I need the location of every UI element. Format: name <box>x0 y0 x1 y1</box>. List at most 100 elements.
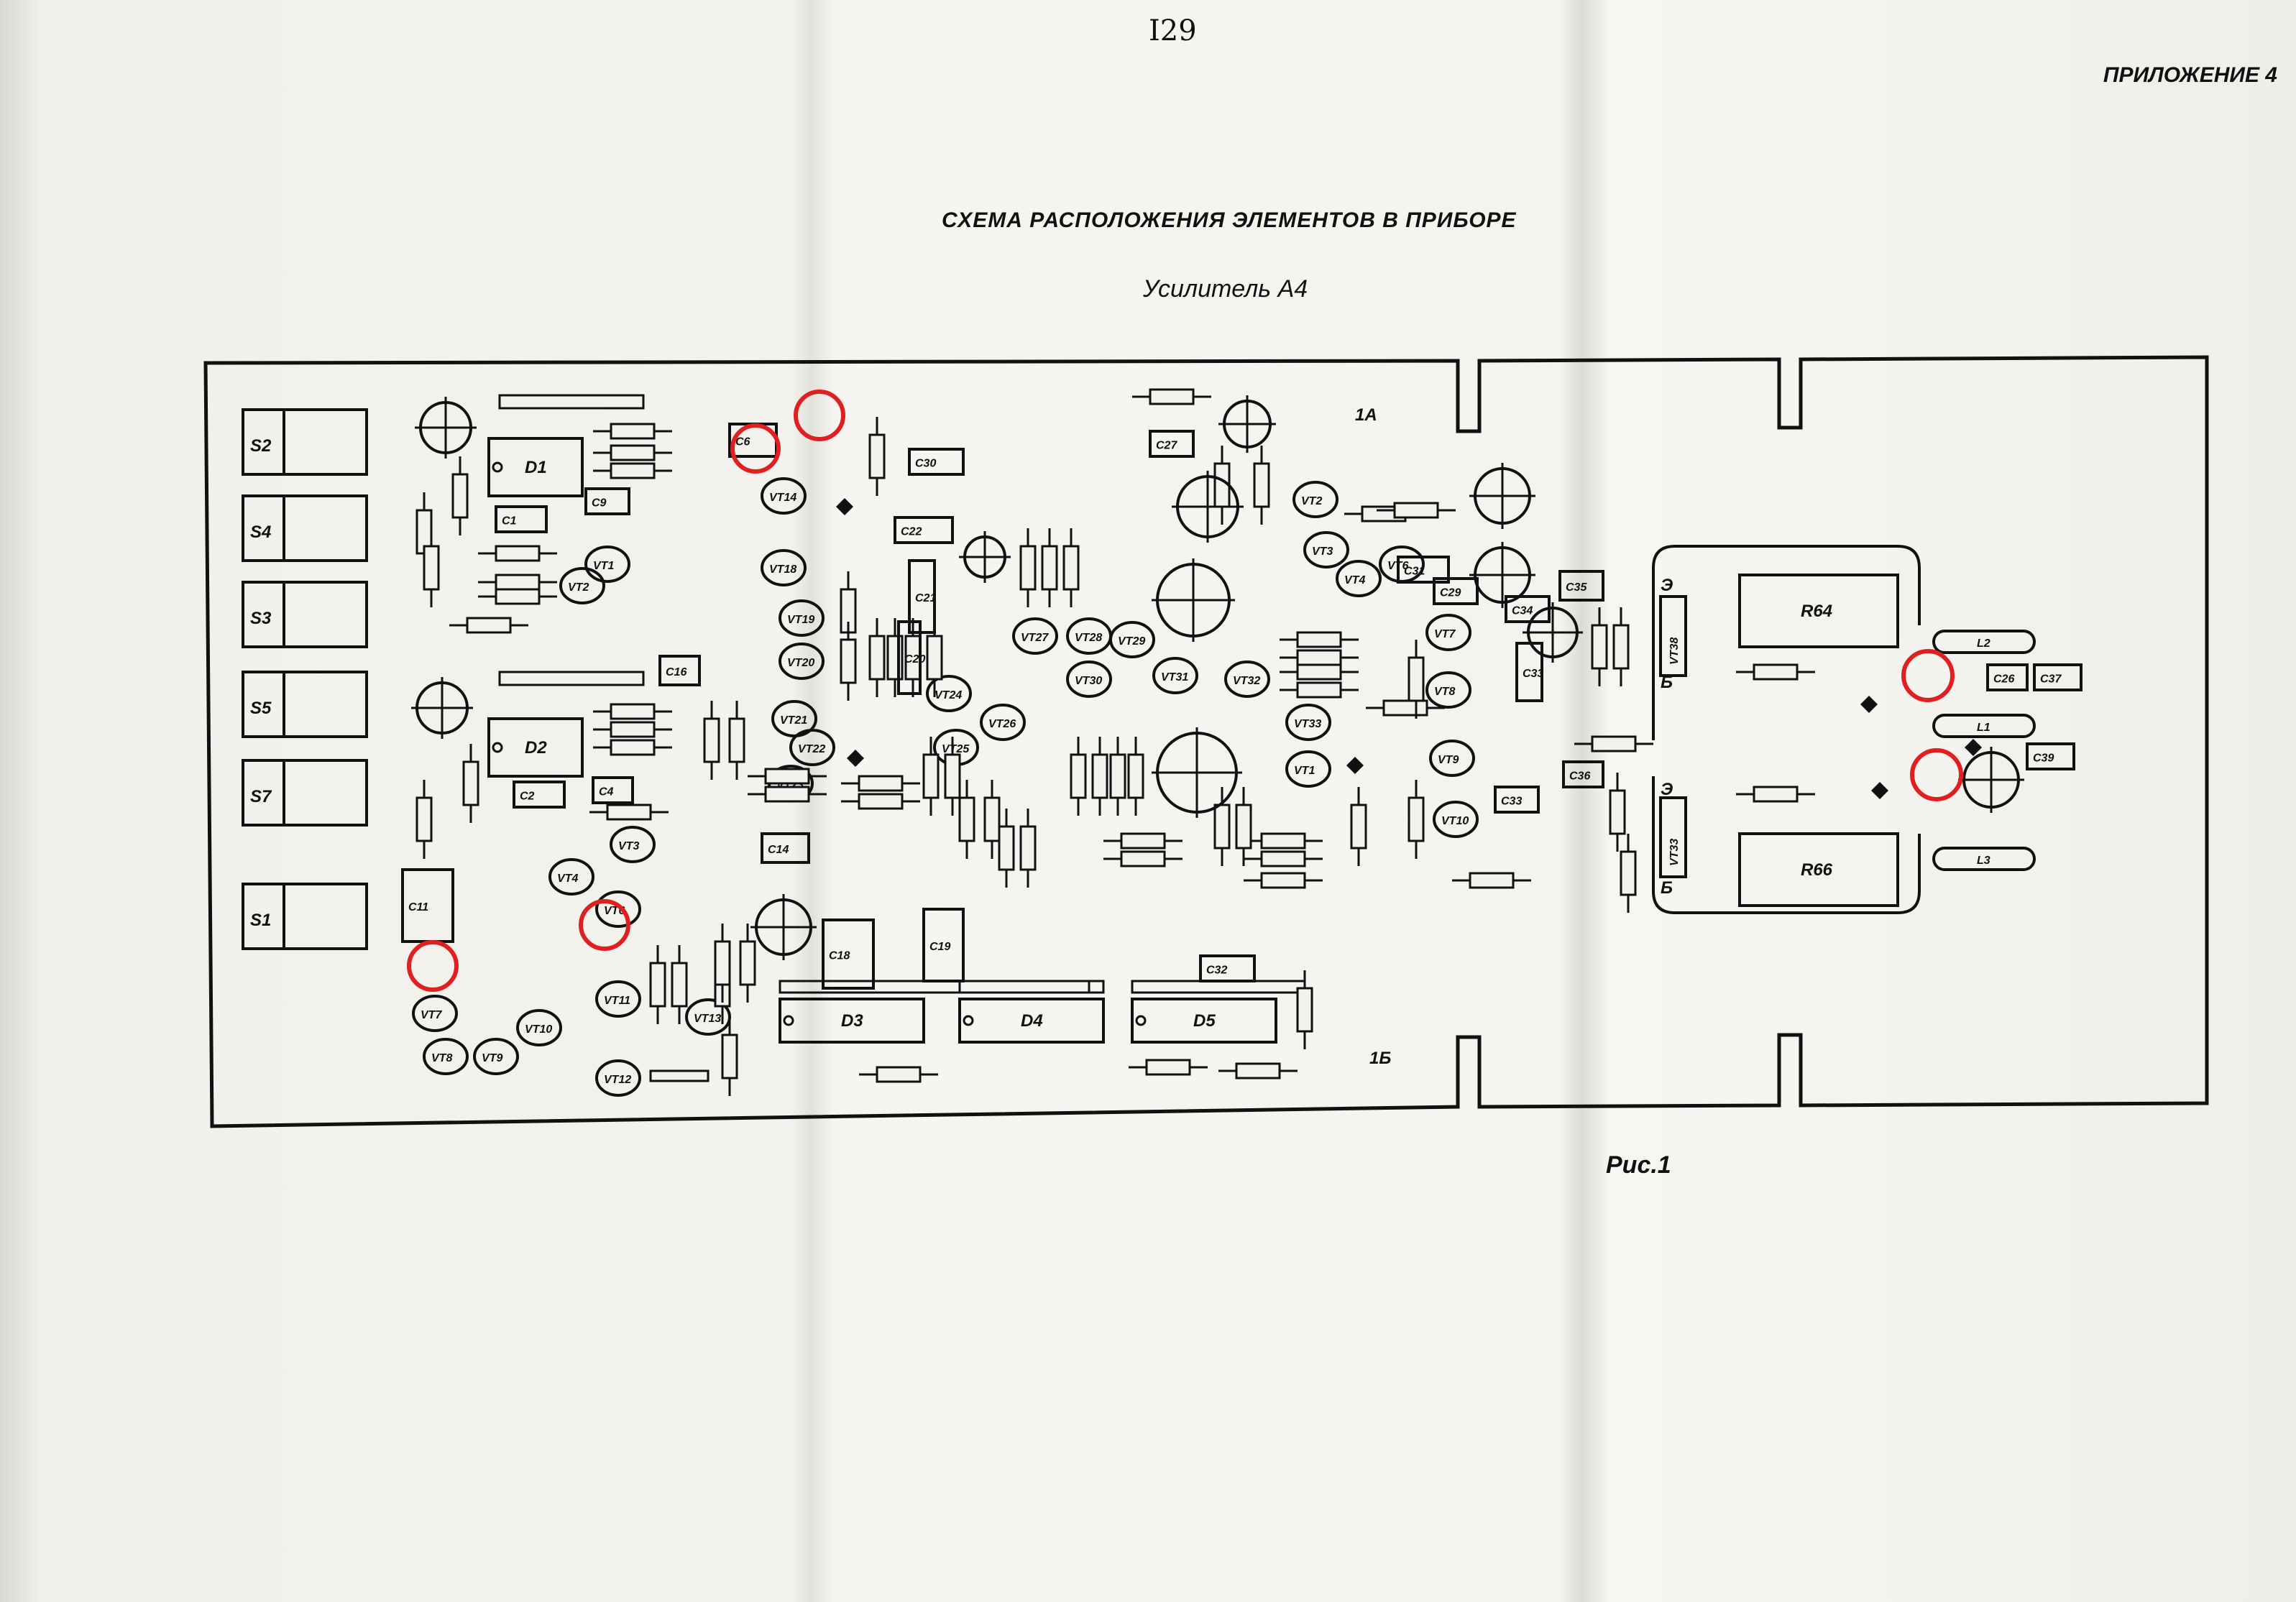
capacitor-c22 <box>894 516 954 544</box>
capacitor-label-c1: C1 <box>502 515 517 528</box>
switch-label-s7: S7 <box>250 787 272 806</box>
resistor-r31 <box>1469 872 1515 889</box>
transistor-body <box>412 995 458 1032</box>
resistor-r86 <box>1620 850 1637 896</box>
transistor-body <box>1109 621 1155 658</box>
capacitor-c33 <box>1494 786 1540 814</box>
capacitor-c27 <box>1149 430 1195 458</box>
transistor-body <box>1285 704 1331 741</box>
resistor-r14 <box>606 804 652 821</box>
resistor-r59 <box>868 635 886 681</box>
page-number: I29 <box>1149 14 1197 47</box>
chip-pin1-mark <box>492 461 503 473</box>
capacitor-label-c33: C33 <box>1501 796 1522 808</box>
figure-caption: Рис.1 <box>1606 1151 1671 1179</box>
chip-label-d5: D5 <box>1193 1011 1216 1031</box>
resistor-r90 <box>840 638 857 684</box>
transistor-body <box>1152 657 1198 694</box>
chip-pin1-mark <box>783 1015 794 1026</box>
pin-label-e: Э <box>1661 576 1673 595</box>
transistor-label-vt27: VT27 <box>1021 632 1049 644</box>
transistor-strip-vt33 <box>1659 796 1687 878</box>
resistor-r88 <box>1296 987 1313 1033</box>
resistor-r48 <box>423 545 440 591</box>
capacitor-c26 <box>1986 663 2029 691</box>
capacitor-c2 <box>513 781 566 809</box>
capacitor-c14 <box>761 832 810 864</box>
switch-s7 <box>242 759 368 827</box>
switch-label-s2: S2 <box>250 436 272 456</box>
capacitor-c31 <box>1397 556 1450 584</box>
resistor-r35 <box>1753 663 1799 681</box>
resistor-r58 <box>728 717 745 763</box>
transistor-label-vt4: VT4 <box>557 873 578 885</box>
capacitor-c9 <box>584 487 630 515</box>
resistor-r80 <box>1350 804 1367 850</box>
transistor-body <box>584 545 630 583</box>
pin-label-e: Э <box>1661 780 1673 799</box>
highlight-circle-c6 <box>730 423 781 474</box>
transistor-body <box>1292 481 1338 518</box>
transistor-body <box>1066 660 1112 698</box>
capacitor-label-c34: C34 <box>1512 605 1533 617</box>
inductor-label-l2: L2 <box>1977 637 1990 650</box>
resistor-r69 <box>1062 545 1080 591</box>
capacitor-c35 <box>1558 570 1604 602</box>
resistor-r82 <box>1408 796 1425 842</box>
resistor-r87 <box>868 433 886 479</box>
inductor-l2 <box>1932 630 2036 654</box>
capacitor-label-c27: C27 <box>1156 440 1177 452</box>
capacitor-c30 <box>908 448 965 476</box>
transistor-body <box>980 704 1026 741</box>
transistor-strip-vt38 <box>1659 595 1687 677</box>
resistor-r72 <box>1109 753 1126 799</box>
resistor-r20 <box>1120 850 1166 867</box>
transistor-body <box>761 549 807 586</box>
capacitor-label-c11: C11 <box>408 901 428 913</box>
switch-label-s5: S5 <box>250 699 272 718</box>
resistor-r62 <box>926 635 943 681</box>
resistor-r63 <box>922 753 940 799</box>
connector-strip <box>649 1069 710 1082</box>
capacitor-label-c4: C4 <box>599 786 614 798</box>
chip-pin1-mark <box>963 1015 974 1026</box>
capacitor-c1 <box>495 505 548 533</box>
resistor-r39 <box>1235 1062 1281 1079</box>
transistor-body <box>789 729 835 766</box>
capacitor-c16 <box>658 655 701 686</box>
resistor-r1 <box>610 423 656 440</box>
resistor-r47 <box>451 473 469 519</box>
transistor-label-vt25: VT25 <box>942 743 970 755</box>
resistor-r52 <box>671 962 688 1008</box>
power-resistor-label-r64: R64 <box>1801 602 1832 621</box>
resistor-r50 <box>462 760 479 806</box>
capacitor-c21 <box>908 559 936 634</box>
resistor-r56 <box>739 940 756 986</box>
transistor-body <box>779 599 825 637</box>
resistor-r21 <box>1260 832 1306 850</box>
transistor-label-vt7: VT7 <box>1434 628 1456 640</box>
resistor-r36 <box>1753 786 1799 803</box>
resistor-r55 <box>714 940 731 986</box>
resistor-r30 <box>1393 502 1439 519</box>
resistor-r18 <box>858 793 904 810</box>
test-point <box>1346 757 1364 774</box>
resistor-r79 <box>1213 804 1231 850</box>
transistor-label-vt32: VT32 <box>1233 675 1260 687</box>
switch-s4 <box>242 494 368 562</box>
capacitor-label-c19: C19 <box>929 941 950 953</box>
inductor-l3 <box>1932 847 2036 871</box>
capacitor-label-c36: C36 <box>1569 770 1590 783</box>
transistor-label-vt22: VT22 <box>798 743 825 755</box>
chip-pin1-mark <box>1135 1015 1147 1026</box>
test-point <box>1860 696 1878 713</box>
switch-label-s4: S4 <box>250 523 271 542</box>
resistor-r37 <box>876 1066 922 1083</box>
resistor-r91 <box>721 1034 738 1079</box>
capacitor-label-c33: C33 <box>1523 668 1543 680</box>
transistor-label-vt2: VT2 <box>568 581 589 594</box>
transistor-body <box>595 980 641 1018</box>
capacitor-label-c32: C32 <box>1206 965 1227 977</box>
